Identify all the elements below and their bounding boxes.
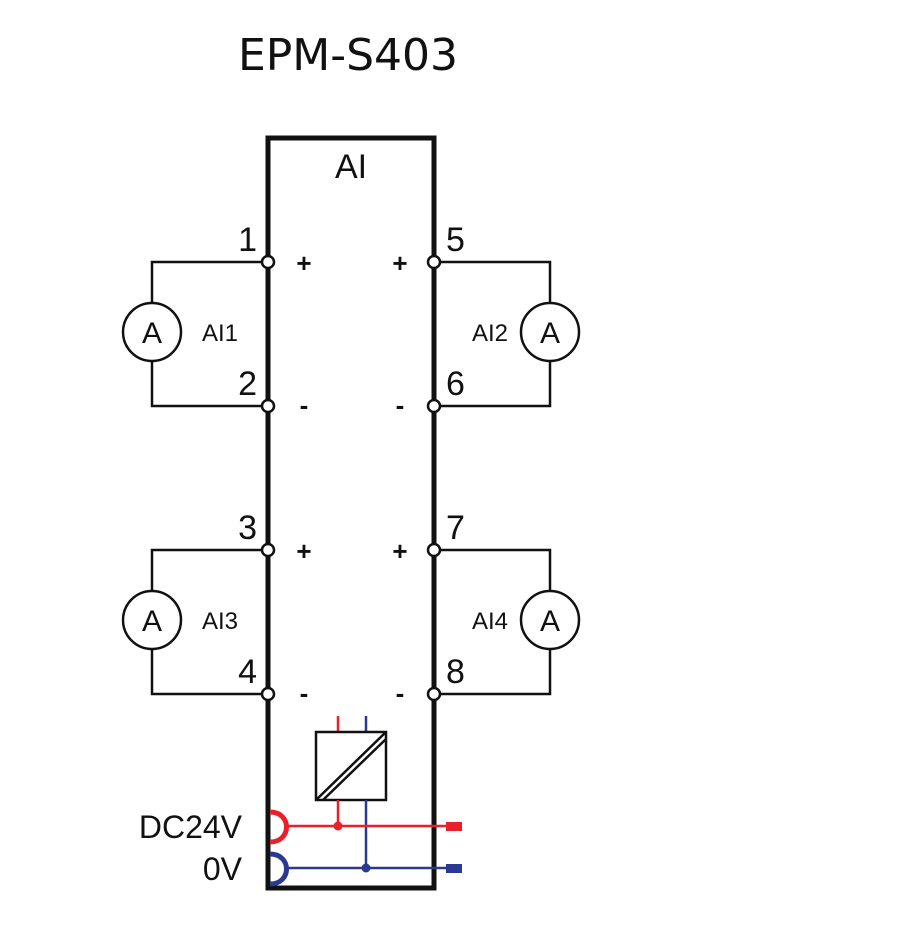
- terminal-point-5: [426, 254, 442, 270]
- ground-rail: [269, 851, 462, 887]
- terminal-number-8: 8: [446, 653, 465, 691]
- module-label: AI: [335, 148, 367, 186]
- ammeter-ai2: A: [519, 301, 581, 363]
- terminal-point-7: [426, 542, 442, 558]
- ammeter-symbol: A: [540, 317, 560, 350]
- channel-label-ai4: AI4: [472, 608, 508, 635]
- ammeter-ai4: A: [519, 589, 581, 651]
- polarity-plus: +: [392, 248, 407, 278]
- ammeter-ai3: A: [121, 589, 183, 651]
- channel-label-ai3: AI3: [202, 608, 238, 635]
- terminal-number-6: 6: [446, 365, 465, 403]
- diagram-title: EPM-S403: [238, 30, 458, 81]
- terminal-points: [260, 254, 442, 702]
- terminal-number-1: 1: [238, 221, 257, 259]
- terminal-number-7: 7: [446, 509, 465, 547]
- ammeter-symbol: A: [142, 605, 162, 638]
- channel-label-ai1: AI1: [202, 320, 238, 347]
- ground-label: 0V: [203, 851, 243, 887]
- channel-wiring-right: [434, 260, 552, 696]
- ammeter-symbol: A: [540, 605, 560, 638]
- polarity-minus: -: [300, 678, 309, 708]
- module-body: [265, 135, 437, 891]
- terminal-point-6: [426, 398, 442, 414]
- terminal-point-2: [260, 398, 276, 414]
- terminal-point-1: [260, 254, 276, 270]
- channel-wiring-left: [150, 260, 268, 696]
- supply-label: DC24V: [139, 809, 243, 845]
- polarity-plus: +: [392, 536, 407, 566]
- terminal-point-3: [260, 542, 276, 558]
- ammeter-symbol: A: [142, 317, 162, 350]
- polarity-minus: -: [396, 678, 405, 708]
- polarity-minus: -: [300, 390, 309, 420]
- polarity-plus: +: [296, 536, 311, 566]
- terminal-number-4: 4: [238, 653, 257, 691]
- polarity-plus: +: [296, 248, 311, 278]
- terminal-point-8: [426, 686, 442, 702]
- terminal-number-2: 2: [238, 365, 257, 403]
- channel-label-ai2: AI2: [472, 320, 508, 347]
- terminal-point-4: [260, 686, 276, 702]
- supply-rail: [269, 809, 462, 845]
- terminal-number-5: 5: [446, 221, 465, 259]
- polarity-minus: -: [396, 390, 405, 420]
- dc-dc-converter-symbol: [314, 716, 388, 868]
- ammeter-ai1: A: [121, 301, 183, 363]
- terminal-number-3: 3: [238, 509, 257, 547]
